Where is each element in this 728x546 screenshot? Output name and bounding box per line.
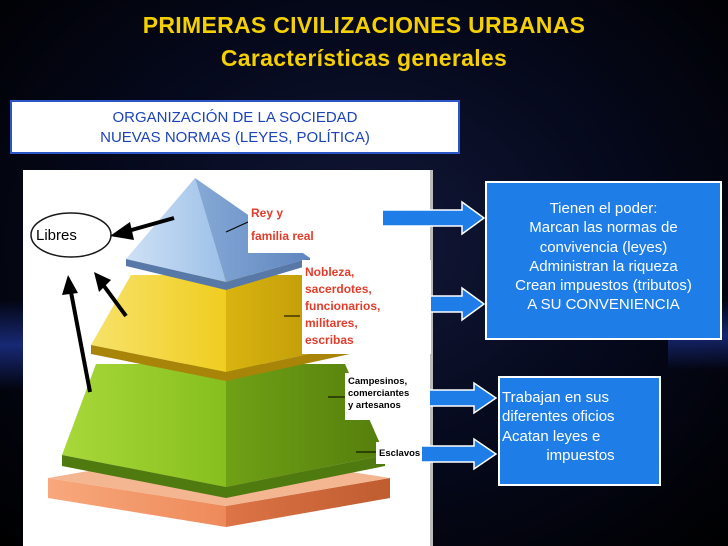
arrow-esclavos bbox=[419, 437, 498, 471]
label-campesinos-line-3: y artesanos bbox=[348, 400, 401, 411]
organization-line-2: NUEVAS NORMAS (LEYES, POLÍTICA) bbox=[100, 129, 370, 146]
powers-line-6: A SU CONVENIENCIA bbox=[527, 296, 680, 314]
slide-subtitle: Características generales bbox=[220, 45, 508, 71]
workers-line-2: diferentes oficios bbox=[502, 408, 615, 426]
powers-line-1: Tienen el poder: bbox=[549, 200, 658, 217]
label-campesinos: Campesinos, comerciantes y artesanos bbox=[345, 373, 430, 420]
label-rey-line-1: Rey y bbox=[251, 206, 284, 220]
workers-line-1: Trabajan en sus bbox=[502, 389, 610, 406]
label-rey-line-2: familia real bbox=[251, 229, 314, 243]
label-campesinos-line-2: comerciantes bbox=[348, 388, 410, 399]
libres-label: Libres bbox=[36, 227, 77, 244]
label-nobleza: Nobleza, sacerdotes, funcionarios, milit… bbox=[302, 260, 431, 354]
powers-line-5: Crean impuestos (tributos) bbox=[515, 277, 692, 295]
libres-ellipse bbox=[30, 212, 112, 258]
pyramid-panel-shadow bbox=[430, 170, 433, 546]
powers-line-4: Administran la riqueza bbox=[529, 257, 678, 275]
blue-arrows bbox=[329, 200, 498, 471]
label-nobleza-line-1: Nobleza, bbox=[305, 265, 355, 279]
label-nobleza-line-4: militares, bbox=[305, 316, 358, 330]
label-nobleza-line-2: sacerdotes, bbox=[305, 282, 372, 296]
label-esclavos-line-1: Esclavos bbox=[379, 448, 421, 459]
workers-box: Trabajan en sus diferentes oficios Acata… bbox=[498, 376, 661, 486]
label-esclavos: Esclavos bbox=[376, 442, 422, 464]
label-nobleza-line-3: funcionarios, bbox=[305, 299, 381, 313]
arrow-campesinos bbox=[427, 381, 498, 415]
workers-line-4: impuestos bbox=[546, 446, 615, 464]
powers-line-2: Marcan las normas de bbox=[529, 219, 678, 237]
label-campesinos-line-1: Campesinos, bbox=[348, 376, 408, 387]
organization-box: ORGANIZACIÓN DE LA SOCIEDAD NUEVAS NORMA… bbox=[10, 100, 460, 154]
powers-box: Tienen el poder: Marcan las normas de co… bbox=[485, 181, 722, 340]
workers-line-3: Acatan leyes e bbox=[502, 427, 601, 445]
organization-line-1: ORGANIZACIÓN DE LA SOCIEDAD bbox=[112, 109, 358, 126]
label-nobleza-line-5: escribas bbox=[305, 333, 354, 347]
slide-title: PRIMERAS CIVILIZACIONES URBANAS bbox=[142, 12, 586, 38]
powers-line-3: convivencia (leyes) bbox=[539, 238, 668, 256]
libres-arrows bbox=[62, 216, 175, 393]
leader-line-rey bbox=[225, 221, 249, 233]
label-rey: Rey y familia real bbox=[248, 201, 383, 253]
